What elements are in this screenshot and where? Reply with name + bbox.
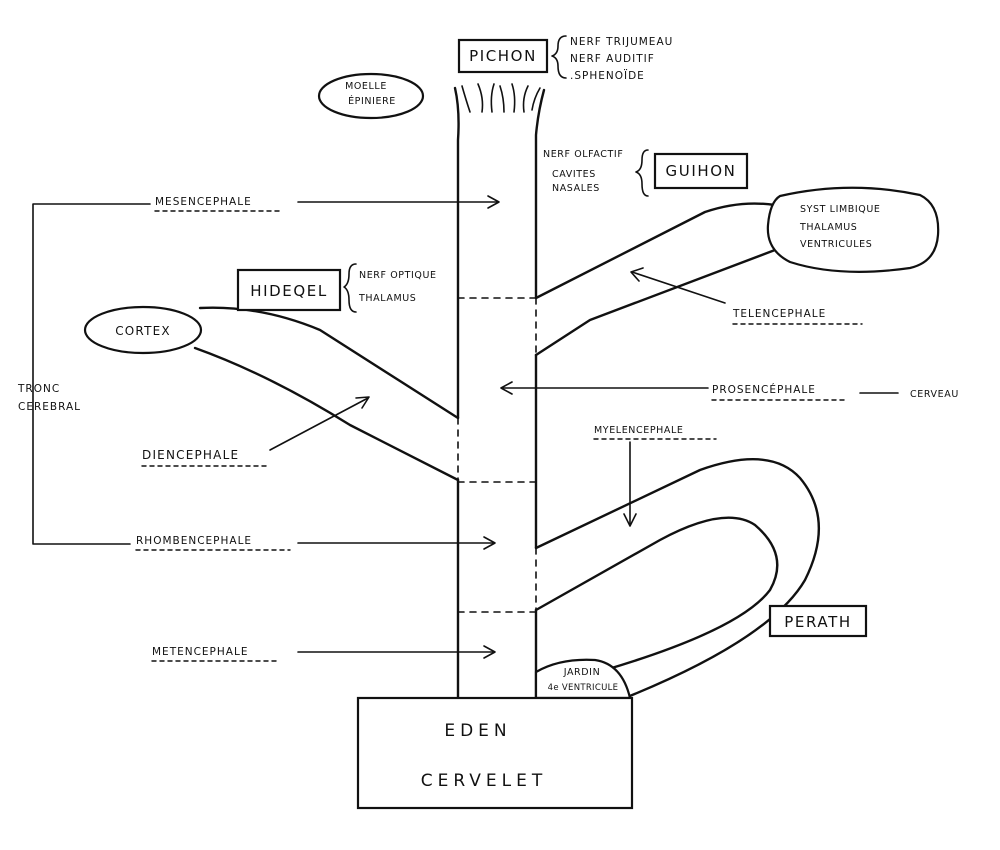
- myelencephale-loop: [534, 458, 821, 702]
- pichon-item: NERF TRIJUMEAU: [570, 36, 673, 48]
- arrowhead-diencephale-icon: [355, 396, 370, 409]
- moelle-label: ÉPINIERE: [348, 95, 396, 107]
- diencephale-branch: [193, 306, 460, 482]
- moelle-group: MOELLE ÉPINIERE: [317, 72, 425, 120]
- diencephale-label: DIENCEPHALE: [142, 448, 239, 462]
- jardin-label: 4e VENTRICULE: [548, 683, 619, 693]
- mesencephale-label: MESENCEPHALE: [155, 196, 252, 208]
- guihon-brace-icon: [635, 149, 649, 197]
- prosencephale-label: PROSENCÉPHALE: [712, 383, 816, 396]
- arrow-telencephale: [631, 271, 726, 304]
- arrowhead-telencephale-icon: [630, 267, 644, 282]
- guihon-item: NASALES: [552, 183, 600, 194]
- eden-group: EDEN CERVELET: [356, 696, 634, 810]
- cervelet-label: CERVELET: [421, 771, 547, 791]
- pichon-label: PICHON: [469, 47, 537, 65]
- limbic-label: THALAMUS: [799, 222, 857, 233]
- tronc-label: TRONC: [17, 383, 60, 395]
- limbic-label: VENTRICULES: [800, 239, 872, 250]
- cortex-oval: [83, 305, 203, 355]
- segment-dashes: [457, 297, 537, 613]
- guihon-box: [653, 152, 749, 190]
- arrowhead-myelencephale-icon: [623, 513, 637, 527]
- jardin-group: JARDIN 4e VENTRICULE: [534, 658, 632, 700]
- prosencephale-group: PROSENCÉPHALE CERVEAU: [711, 383, 959, 401]
- perath-box: [768, 604, 868, 638]
- arrowhead-mesencephale-icon: [487, 195, 500, 209]
- pichon-item: NERF AUDITIF: [570, 53, 655, 65]
- pichon-item: .SPHENOÏDE: [570, 69, 645, 82]
- pichon-brace-icon: [551, 35, 567, 79]
- metencephale-group: METENCEPHALE: [151, 646, 279, 662]
- rhombencephale-group: RHOMBENCEPHALE: [135, 535, 291, 551]
- jardin-dome: [534, 658, 632, 700]
- brain-stem-trunk: [453, 86, 546, 700]
- limbic-label: SYST LIMBIQUE: [800, 204, 881, 215]
- arrowhead-prosencephale-icon: [500, 381, 513, 395]
- guihon-label: GUIHON: [666, 162, 737, 180]
- tronc-bracket: [32, 203, 151, 545]
- tronc-group: TRONC CEREBRAL: [17, 383, 81, 413]
- perath-group: PERATH: [768, 604, 868, 638]
- hideqel-brace-icon: [343, 263, 357, 313]
- perath-label: PERATH: [784, 613, 851, 631]
- cortex-label: CORTEX: [115, 324, 171, 338]
- mesencephale-group: MESENCEPHALE: [154, 196, 281, 212]
- pichon-box: [457, 38, 549, 74]
- telencephale-branch: [534, 202, 777, 357]
- eden-label: EDEN: [444, 721, 511, 741]
- limbic-group: SYST LIMBIQUE THALAMUS VENTRICULES: [766, 186, 940, 273]
- hideqel-item: THALAMUS: [358, 293, 416, 304]
- eden-box: [356, 696, 634, 810]
- tronc-label: CEREBRAL: [18, 401, 81, 413]
- telencephale-label: TELENCEPHALE: [732, 308, 826, 320]
- hideqel-group: HIDEQEL NERF OPTIQUE THALAMUS: [236, 263, 437, 313]
- rhombencephale-label: RHOMBENCEPHALE: [136, 535, 252, 547]
- telencephale-group: TELENCEPHALE: [732, 308, 863, 325]
- arrowhead-rhombencephale-icon: [483, 536, 496, 550]
- guihon-item: NERF OLFACTIF: [543, 149, 623, 160]
- metencephale-label: METENCEPHALE: [152, 646, 248, 658]
- hideqel-box: [236, 268, 342, 312]
- guihon-group: NERF OLFACTIF CAVITES NASALES GUIHON: [543, 149, 749, 197]
- moelle-oval: [317, 72, 425, 120]
- spinal-roots: [461, 83, 541, 113]
- arrows: [269, 195, 899, 659]
- cerveau-label: CERVEAU: [910, 389, 959, 400]
- hideqel-item: NERF OPTIQUE: [359, 270, 437, 281]
- jardin-label: JARDIN: [563, 667, 601, 678]
- hideqel-label: HIDEQEL: [250, 282, 328, 300]
- diencephale-group: DIENCEPHALE: [141, 448, 269, 467]
- myelencephale-group: MYELENCEPHALE: [593, 425, 717, 440]
- pichon-group: PICHON NERF TRIJUMEAU NERF AUDITIF .SPHE…: [457, 35, 673, 82]
- guihon-item: CAVITES: [552, 169, 596, 180]
- myelencephale-label: MYELENCEPHALE: [594, 425, 684, 436]
- cortex-group: CORTEX: [83, 305, 203, 355]
- limbic-oval: [766, 186, 940, 273]
- moelle-label: MOELLE: [345, 81, 387, 92]
- arrow-diencephale: [269, 397, 369, 451]
- arrowhead-metencephale-icon: [483, 645, 496, 659]
